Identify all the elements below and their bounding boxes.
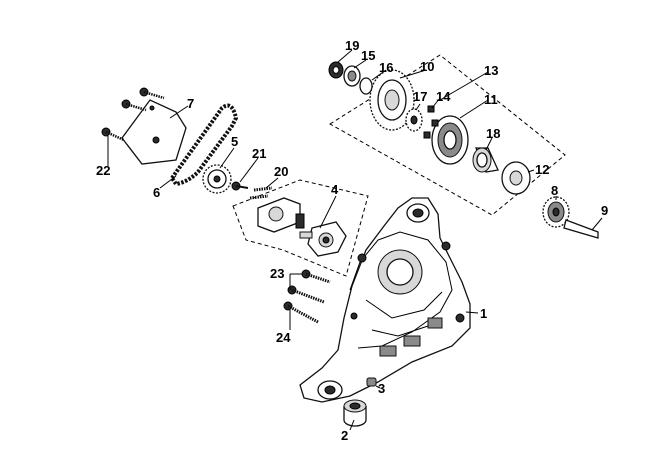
bushing	[343, 399, 367, 427]
leader-lines	[107, 49, 603, 431]
clutch-washer	[501, 161, 531, 195]
starter-clutch-housing	[431, 115, 469, 165]
clutch-rollers	[423, 105, 439, 139]
bearing	[343, 65, 361, 87]
callout-3: 3	[378, 381, 385, 396]
clutch-bushing	[472, 147, 499, 173]
bolt-24	[283, 301, 319, 324]
starter-driven-gear	[369, 69, 415, 131]
oil-pump-group-outline	[232, 179, 369, 277]
bolts-23	[287, 269, 331, 304]
driven-gear	[542, 196, 570, 228]
idle-gear	[405, 108, 423, 132]
callout-17: 17	[413, 89, 427, 104]
callout-18: 18	[486, 126, 500, 141]
callout-23: 23	[270, 266, 284, 281]
callout-6: 6	[153, 185, 160, 200]
callout-21: 21	[252, 146, 266, 161]
bolt-21	[231, 181, 249, 191]
dowel-pin	[366, 377, 377, 387]
spacer	[359, 77, 373, 95]
crankcase-cover	[299, 197, 471, 403]
callout-13: 13	[484, 63, 498, 78]
drive-chain	[169, 103, 239, 187]
callout-15: 15	[361, 48, 375, 63]
callout-2: 2	[341, 428, 348, 443]
callout-7: 7	[187, 96, 194, 111]
bolts-20	[249, 186, 273, 200]
callout-16: 16	[379, 60, 393, 75]
callout-11: 11	[484, 92, 498, 107]
pump-sprocket	[202, 164, 232, 194]
callout-19: 19	[345, 38, 359, 53]
thrust-washer	[328, 61, 344, 79]
callout-10: 10	[420, 59, 434, 74]
callout-12: 12	[535, 162, 549, 177]
callout-14: 14	[436, 89, 451, 104]
bolts-22	[101, 87, 165, 142]
gear-shaft	[563, 219, 599, 239]
callout-labels: 1 2 3 4 5 6 7 8 9 10 11 12 13 14 15 16 1…	[96, 38, 608, 443]
callout-4: 4	[331, 182, 339, 197]
callout-24: 24	[276, 330, 291, 345]
chain-guide-plate	[121, 99, 187, 165]
callout-5: 5	[231, 134, 238, 149]
callout-20: 20	[274, 164, 288, 179]
oil-pump	[257, 197, 347, 257]
callout-1: 1	[480, 306, 487, 321]
callout-9: 9	[601, 203, 608, 218]
callout-22: 22	[96, 163, 110, 178]
callout-8: 8	[551, 183, 558, 198]
